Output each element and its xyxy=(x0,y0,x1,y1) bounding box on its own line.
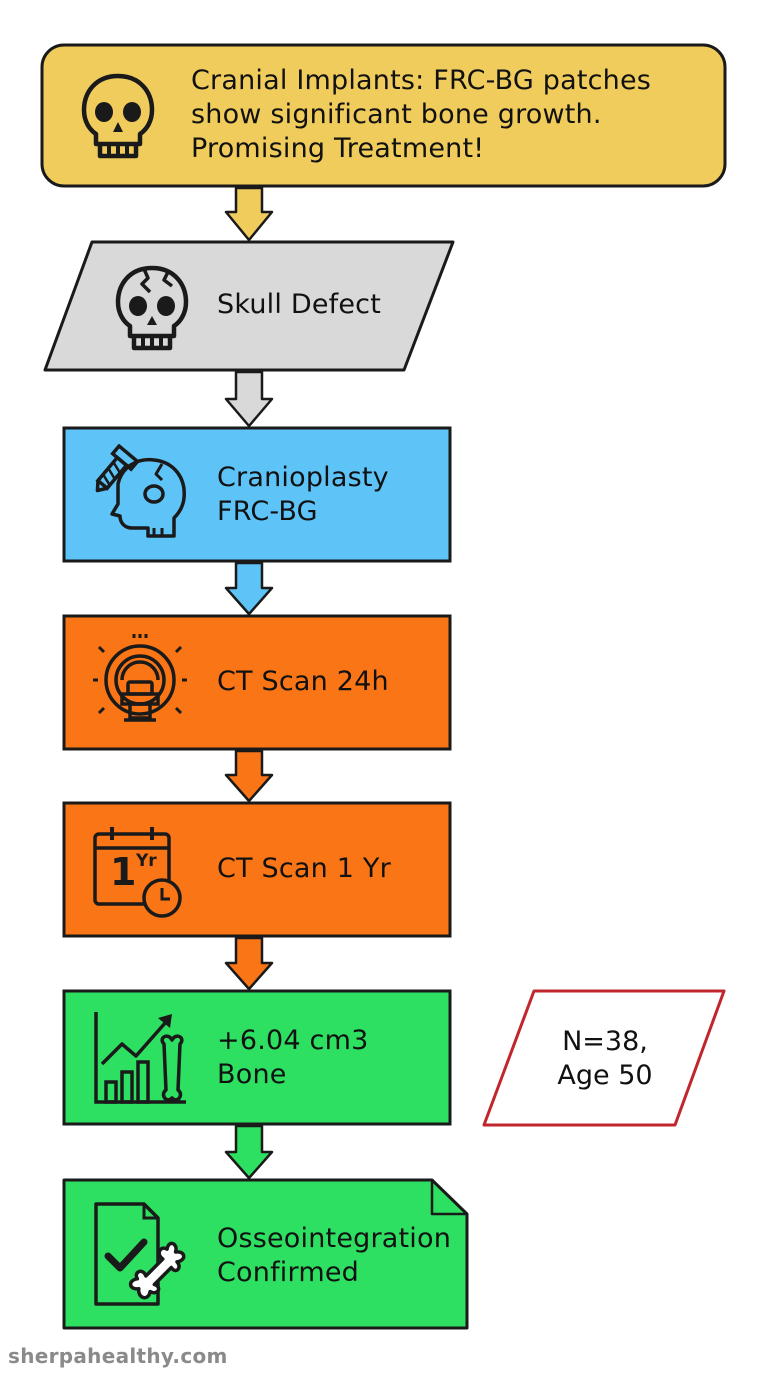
side-note-label: N=38, Age 50 xyxy=(557,1026,653,1091)
side-note-box xyxy=(482,989,726,1127)
arrow-defect-to-cranioplasty xyxy=(224,370,274,428)
bone-growth-label: +6.04 cm3 Bone xyxy=(217,1025,369,1090)
document-fold xyxy=(430,1180,467,1216)
skull-defect-label: Skull Defect xyxy=(217,289,381,320)
arrow-ct1yr-to-bone xyxy=(224,936,274,991)
cranioplasty-label: Cranioplasty FRC-BG xyxy=(217,462,389,527)
calendar-superscript: Yr xyxy=(136,851,157,871)
arrow-header-to-defect xyxy=(224,186,274,242)
ct-scan-24h-box xyxy=(62,614,452,751)
header-title: Cranial Implants: FRC-BG patches show si… xyxy=(191,65,652,164)
arrow-bone-to-osseo xyxy=(224,1124,274,1180)
ct-scan-24h-label: CT Scan 24h xyxy=(217,666,389,697)
ct-scanner-icon xyxy=(93,634,187,722)
arrow-cranioplasty-to-ct24 xyxy=(224,561,274,616)
ct-scan-1yr-label: CT Scan 1 Yr xyxy=(217,853,391,884)
osseointegration-box xyxy=(62,1178,469,1330)
skull-screw-icon xyxy=(95,444,186,538)
skull-icon xyxy=(81,73,155,159)
growth-chart-bone-icon xyxy=(94,1012,186,1104)
cranioplasty-box xyxy=(62,426,452,563)
calendar-clock-icon: 1 Yr xyxy=(92,824,188,920)
cracked-skull-icon xyxy=(115,265,189,351)
checked-document-bone-icon xyxy=(94,1202,186,1306)
watermark: sherpahealthy.com xyxy=(8,1344,228,1368)
ct-scan-1yr-box xyxy=(62,801,452,938)
osseointegration-label: Osseointegration Confirmed xyxy=(217,1223,452,1288)
header-box xyxy=(40,43,727,188)
calendar-number: 1 xyxy=(110,850,137,894)
arrow-ct24-to-ct1yr xyxy=(224,749,274,803)
